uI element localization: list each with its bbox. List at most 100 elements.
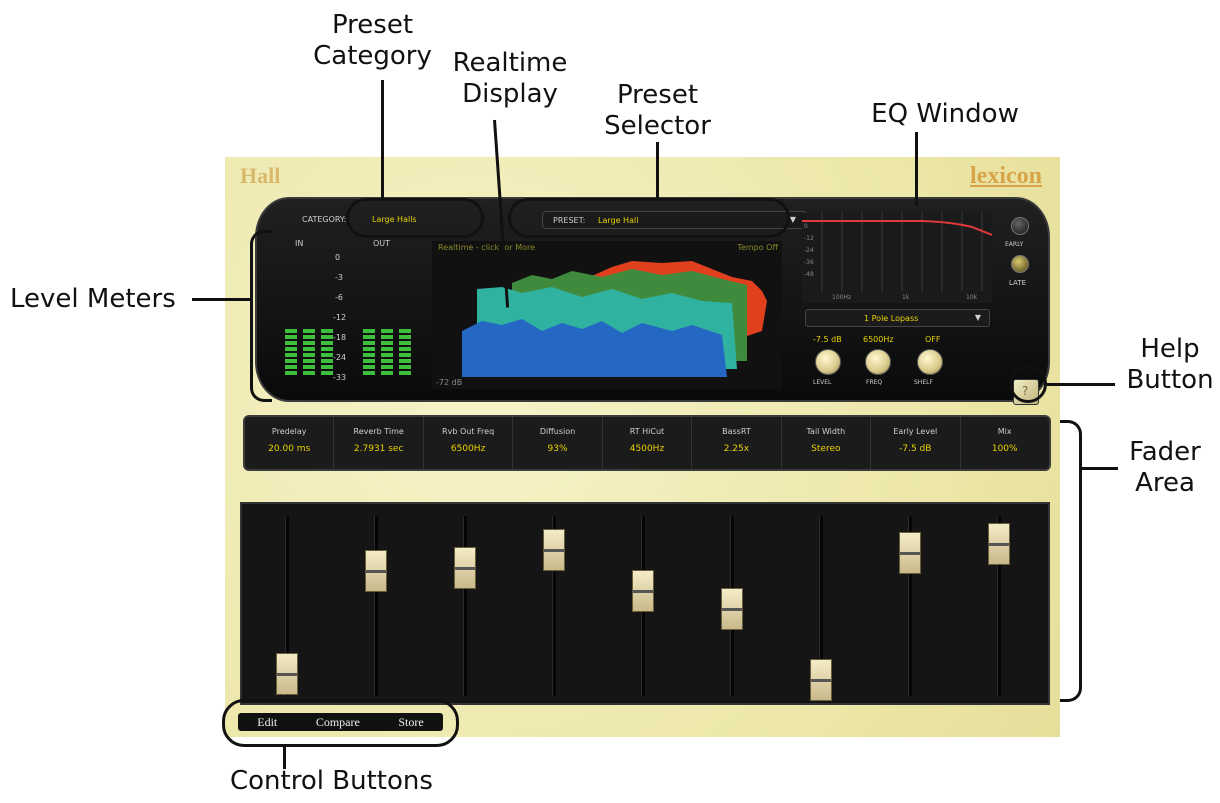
param-value: -7.5 dB [899,444,932,454]
eq-db-4: -48 [804,271,814,278]
eq-db-1: -12 [804,235,814,242]
lexicon-logo: lexicon [970,163,1042,189]
plugin-title: Hall [240,163,281,188]
fader-rt-hicut[interactable] [613,504,673,704]
late-button[interactable] [1011,255,1029,273]
fader-cap[interactable] [810,659,832,702]
compare-button[interactable]: Compare [315,714,360,729]
realtime-spectrum [462,261,767,377]
param-rvb-out-freq[interactable]: Rvb Out Freq 6500Hz [424,417,514,469]
fader-track [285,516,289,696]
eq-tick-10k: 10k [966,294,978,301]
outline-preset-selector [508,198,790,238]
outline-control-buttons [222,699,459,747]
fader-cap[interactable] [988,522,1010,565]
fader-cap[interactable] [454,546,476,589]
chevron-down-icon: ▼ [789,215,796,224]
param-diffusion[interactable]: Diffusion 93% [513,417,603,469]
eq-db-2: -24 [804,247,814,254]
param-value: 100% [991,444,1018,454]
eq-level-knob-label: LEVEL [813,379,832,386]
eq-db-0: 0 [804,223,808,230]
preset-selector[interactable]: PRESET: Large Hall ▼ [542,211,807,229]
fader-early-level[interactable] [880,504,940,704]
leader-level-meters [192,298,250,301]
category-value: Large Halls [372,215,417,224]
param-label: BassRT [722,427,751,436]
meter-out-right [399,329,411,377]
param-label: Tail Width [806,427,846,436]
eq-shelf-value: OFF [925,335,941,344]
fader-bassrt[interactable] [702,504,762,704]
param-label: RT HiCut [629,427,665,436]
param-early-level[interactable]: Early Level -7.5 dB [871,417,961,469]
param-value: 6500Hz [450,444,486,454]
fader-track [819,516,823,696]
label-realtime-display: Realtime Display [452,48,568,109]
fader-tail-width[interactable] [791,504,851,704]
eq-level-knob[interactable] [815,349,841,375]
eq-freq-knob[interactable] [865,349,891,375]
leader-control-buttons [283,747,286,769]
leader-eq-window [915,132,918,206]
fader-mix[interactable] [969,504,1029,704]
tempo-label: Tempo Off [737,243,778,252]
meter-out-label: OUT [373,239,391,248]
edit-button[interactable]: Edit [257,714,278,729]
fader-cap[interactable] [721,588,743,630]
label-fader-area: Fader Area [1129,437,1201,498]
param-label: Diffusion [539,427,576,436]
lexicon-hall-plugin: Hall lexicon CATEGORY: Large Halls PRESE… [225,157,1060,737]
eq-freq-value: 6500Hz [863,335,894,344]
meter-out-mid [381,329,393,377]
param-label: Rvb Out Freq [442,427,495,436]
realtime-display[interactable]: Realtime - click for More Tempo Off -72 … [432,241,782,389]
fader-cap[interactable] [365,549,387,592]
spectrum-layer-blue [462,319,727,377]
meter-scale-1: -3 [335,273,343,282]
param-value: 93% [547,444,568,454]
eq-freq-knob-label: FREQ [866,379,883,386]
param-value: 2.7931 sec [353,444,404,454]
eq-tick-100hz: 100Hz [832,294,852,301]
outline-help-button [1009,365,1047,403]
meter-scale-3: -12 [333,313,347,322]
meter-scale-5: -24 [333,353,347,362]
category-selector[interactable]: CATEGORY: Large Halls [302,211,482,229]
filter-type-value: 1 Pole Lopass [864,314,919,323]
early-button[interactable] [1011,217,1029,235]
bracket-level-meters [250,230,272,402]
fader-rvb-out-freq[interactable] [435,504,495,704]
meter-scale-0: 0 [335,253,341,262]
eq-shelf-knob[interactable] [917,349,943,375]
preset-value: Large Hall [598,216,639,225]
meter-in-label: IN [295,239,304,248]
param-label: Early Level [893,427,938,436]
fader-cap[interactable] [543,528,565,571]
fader-reverb-time[interactable] [346,504,406,704]
meter-scale-2: -6 [335,293,343,302]
eq-window[interactable]: 0 -12 -24 -36 -48 100Hz 1k 10k [802,213,992,303]
fader-predelay[interactable] [257,504,317,704]
label-help-button: Help Button [1126,334,1214,395]
fader-cap[interactable] [276,653,298,696]
fader-cap[interactable] [899,531,921,574]
filter-type-select[interactable]: 1 Pole Lopass ▼ [805,309,990,327]
preset-label: PRESET: [553,216,586,225]
fader-area [240,502,1050,705]
fader-cap[interactable] [632,570,654,613]
meter-in-3 [321,329,333,377]
store-button[interactable]: Store [398,714,424,729]
leader-fader-area [1082,467,1118,470]
early-label: EARLY [1005,241,1024,248]
param-value: Stereo [811,444,841,454]
fader-diffusion[interactable] [524,504,584,704]
